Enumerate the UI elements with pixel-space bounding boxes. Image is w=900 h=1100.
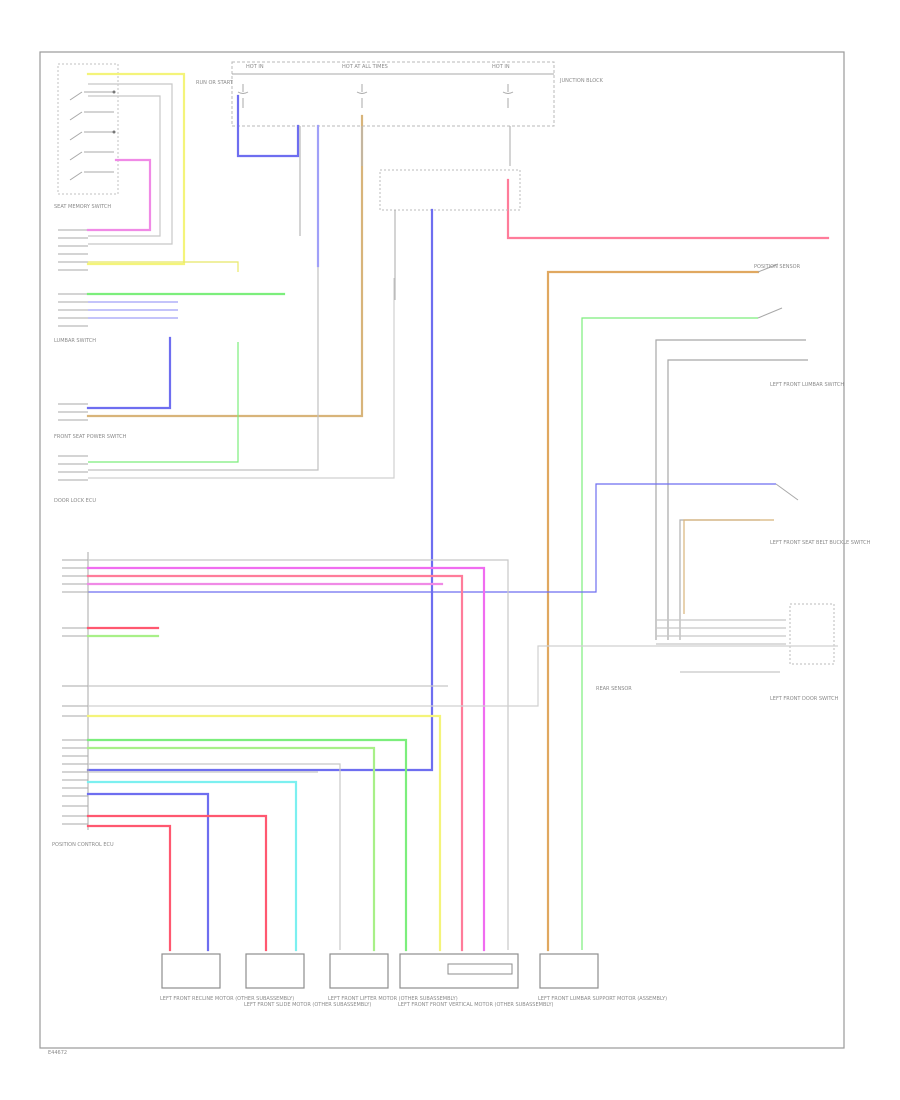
rear-sensor-label: REAR SENSOR — [596, 686, 632, 692]
wires-upper-left — [86, 72, 395, 479]
pos-sensor-label: POSITION SENSOR — [754, 264, 801, 270]
motor1-label: LEFT FRONT RECLINE MOTOR (OTHER SUBASSEM… — [160, 996, 294, 1002]
junction-label: JUNCTION BLOCK — [559, 78, 604, 84]
sw-right3-label: LEFT FRONT DOOR SWITCH — [770, 696, 839, 702]
motor-box-2 — [245, 953, 305, 989]
fuse1-label: HOT IN — [246, 64, 264, 70]
sw-right1-label: LEFT FRONT LUMBAR SWITCH — [770, 382, 844, 388]
wires-top-center — [236, 94, 830, 300]
sw-right2-label: LEFT FRONT SEAT BELT BUCKLE SWITCH — [770, 540, 871, 546]
door-lock-label: DOOR LOCK ECU — [54, 498, 96, 504]
wires-right: POSITION SENSOR LEFT FRONT LUMBAR SWITCH… — [88, 263, 871, 952]
motor-box-3 — [329, 953, 389, 989]
seat-mem-label: SEAT MEMORY SWITCH — [54, 204, 111, 210]
seat-pos-label: POSITION CONTROL ECU — [52, 842, 114, 848]
seat-memory-switch: SEAT MEMORY SWITCH — [54, 63, 119, 210]
fuse1b-label: RUN OR START — [196, 80, 234, 86]
left-connector-1: LUMBAR SWITCH FRONT SEAT POWER SWITCH DO… — [54, 229, 127, 504]
motor3-label: LEFT FRONT LIFTER MOTOR (OTHER SUBASSEMB… — [328, 996, 458, 1002]
wires-lower — [86, 559, 838, 952]
motor-box-5 — [539, 953, 599, 989]
wire-blue-main — [86, 208, 434, 772]
motor-box-1 — [161, 953, 221, 989]
motor5-label: LEFT FRONT LUMBAR SUPPORT MOTOR (ASSEMBL… — [538, 996, 667, 1002]
diagram-frame — [39, 51, 845, 1049]
junction-block: HOT IN HOT AT ALL TIMES HOT IN JUNCTION … — [196, 61, 604, 127]
figure-id: E44672 — [48, 1050, 67, 1056]
motor4-label: LEFT FRONT FRONT VERTICAL MOTOR (OTHER S… — [398, 1002, 554, 1008]
lumbar-label: LUMBAR SWITCH — [54, 338, 96, 344]
motors: LEFT FRONT RECLINE MOTOR (OTHER SUBASSEM… — [160, 953, 667, 1008]
fc-seat-label: FRONT SEAT POWER SWITCH — [54, 434, 127, 440]
position-control-ecu: POSITION CONTROL ECU — [52, 552, 114, 848]
fuse2-label: HOT AT ALL TIMES — [342, 64, 388, 70]
motor2-label: LEFT FRONT SLIDE MOTOR (OTHER SUBASSEMBL… — [244, 1002, 371, 1008]
fuse3-label: HOT IN — [492, 64, 510, 70]
